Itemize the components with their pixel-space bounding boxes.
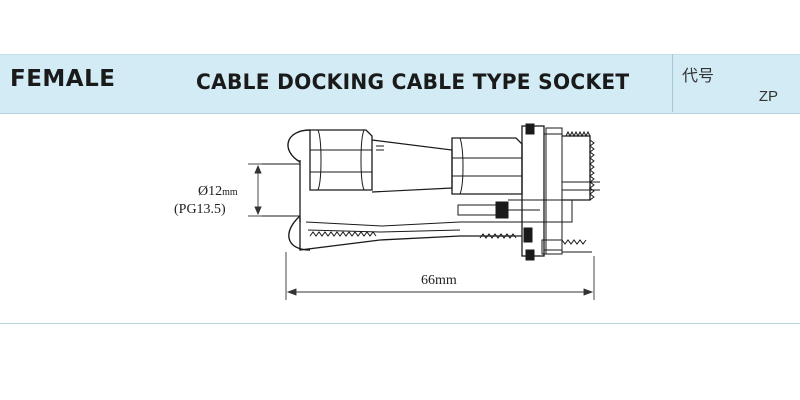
- thread-spec-label: (PG13.5): [174, 202, 226, 217]
- upper-body: [371, 139, 453, 193]
- bottom-rule: [0, 323, 800, 324]
- lower-thread: [309, 231, 377, 237]
- upper-gland-nut: [309, 129, 373, 191]
- length-dimension: [285, 252, 595, 300]
- insulator: [521, 199, 573, 223]
- diameter-dimension: [248, 163, 262, 217]
- code-label: 代号: [682, 66, 715, 85]
- header-band: [0, 54, 800, 114]
- length-label: 66mm: [421, 273, 457, 288]
- lower-section-outline: [299, 218, 522, 251]
- code-value: ZP: [758, 88, 778, 105]
- gender-label: FEMALE: [10, 66, 116, 92]
- gland-dome: [287, 129, 311, 163]
- diameter-unit: mm: [222, 187, 238, 198]
- header-divider: [672, 54, 673, 112]
- diameter-value: Ø12: [198, 184, 223, 199]
- diameter-label: Ø12mm: [198, 184, 238, 200]
- panel-nut: [545, 127, 563, 255]
- receptacle-thread: [562, 135, 591, 201]
- product-title: CABLE DOCKING CABLE TYPE SOCKET: [196, 70, 630, 94]
- contact-pin: [457, 204, 499, 216]
